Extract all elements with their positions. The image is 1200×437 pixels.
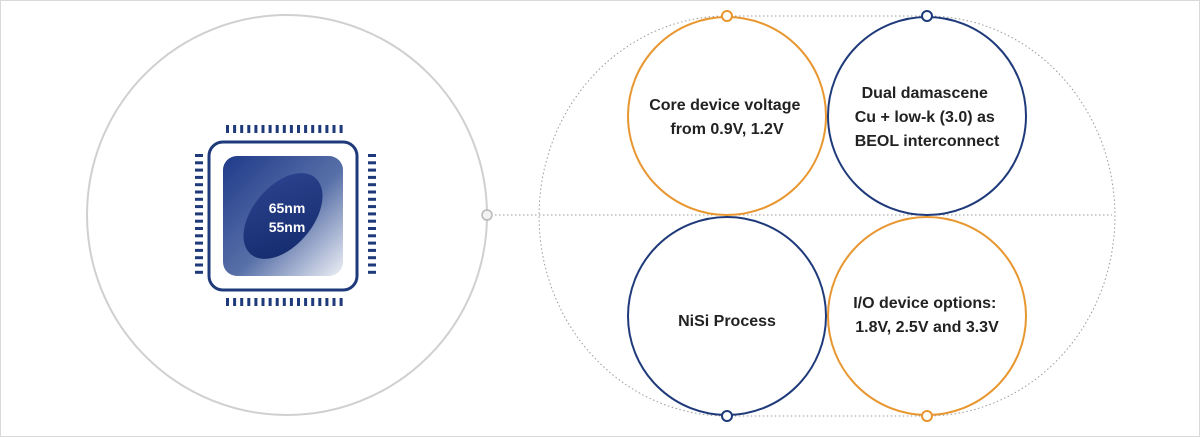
chip-pin-top-15: [332, 125, 336, 133]
chip-pin-top-8: [282, 125, 286, 133]
feature-nisi: NiSi Process: [627, 216, 827, 422]
chip-pin-top-7: [275, 125, 279, 133]
chip-pin-right-1: [368, 161, 376, 165]
chip-pin-left-5: [195, 190, 203, 194]
chip-pin-left-10: [195, 227, 203, 230]
chip-pin-left-2: [195, 168, 203, 172]
chip-pin-right-6: [368, 197, 376, 201]
chip-pin-left-7: [195, 205, 203, 209]
chip-pin-bottom-7: [275, 298, 279, 306]
svg-text:Core device voltage fr: Core device voltage from 0.9V, 1.2V: [649, 97, 805, 138]
feature-text-core-voltage-line1: Core device voltage: [649, 97, 800, 114]
chip-pin-left-3: [195, 175, 203, 179]
feature-text-beol-line2: Cu + low-k (3.0) as: [855, 109, 995, 126]
chip-pin-left-13: [195, 248, 203, 252]
chip-pin-bottom-0: [226, 298, 229, 306]
feature-node-beol: [921, 10, 933, 22]
chip-pin-right-11: [368, 234, 376, 238]
chip-pin-bottom-4: [254, 298, 258, 306]
feature-core-voltage: Core device voltage from 0.9V, 1.2V: [627, 10, 827, 216]
feature-text-beol-line3: BEOL interconnect: [855, 133, 1000, 150]
chip-pin-right-7: [368, 205, 376, 209]
chip-pin-right-12: [368, 241, 376, 245]
feature-text-io-voltage-line2: 1.8V, 2.5V and 3.3V: [855, 319, 999, 336]
chip-pin-top-16: [339, 125, 343, 133]
chip-pin-top-10: [297, 125, 300, 133]
chip-pin-bottom-1: [233, 298, 237, 306]
chip-pin-top-11: [304, 125, 308, 133]
feature-circle-core-voltage: [627, 16, 827, 216]
chip-pin-left-9: [195, 219, 203, 223]
chip-pin-right-5: [368, 190, 376, 194]
chip-pin-bottom-6: [268, 298, 272, 306]
chip-pin-bottom-9: [289, 298, 293, 306]
chip-pin-top-1: [233, 125, 237, 133]
feature-io-voltage: I/O device options: 1.8V, 2.5V and 3.3V: [827, 216, 1027, 422]
chip-pin-top-5: [261, 125, 265, 133]
chip-pin-left-8: [195, 212, 203, 216]
feature-text-core-voltage-line2: from 0.9V, 1.2V: [670, 121, 784, 138]
chip-pin-bottom-14: [325, 298, 329, 306]
feature-node-core-voltage: [721, 10, 733, 22]
chip-die-oval: [243, 173, 323, 259]
chip-pin-bottom-11: [304, 298, 308, 306]
chip-pin-left-11: [195, 234, 203, 238]
chip-pin-bottom-10: [297, 298, 300, 306]
chip-pin-right-9: [368, 219, 376, 223]
chip-pin-top-12: [311, 125, 315, 133]
feature-text-io-voltage-line1: I/O device options:: [853, 295, 996, 312]
chip-pin-bottom-16: [339, 298, 343, 306]
chip-pin-left-6: [195, 197, 203, 201]
chip-pin-bottom-5: [261, 298, 265, 306]
chip-pin-left-14: [195, 256, 203, 260]
chip-pin-left-1: [195, 161, 203, 165]
chip-pin-top-14: [325, 125, 329, 133]
svg-text:Dual damascene Cu + lo: Dual damascene Cu + low-k (3.0) as BEOL …: [855, 85, 1000, 150]
chip-pin-right-2: [368, 168, 376, 172]
chip-pin-right-15: [368, 263, 376, 267]
feature-text-nisi-line1: NiSi Process: [678, 313, 776, 330]
feature-node-io-voltage: [921, 410, 933, 422]
svg-text:I/O device options: 1.: I/O device options: 1.8V, 2.5V and 3.3V: [853, 295, 1001, 336]
chip-label-65nm: 65nm: [269, 200, 306, 216]
chip-label-55nm: 55nm: [269, 219, 306, 235]
chip-pin-right-10: [368, 227, 376, 230]
chip-pins: [195, 125, 376, 306]
chip-pin-bottom-2: [240, 298, 244, 306]
dotted-outer-ellipse: [538, 15, 1116, 417]
chip-pin-left-16: [195, 270, 203, 274]
chip-pin-right-16: [368, 270, 376, 274]
chip-pin-right-3: [368, 175, 376, 179]
chip-pin-bottom-8: [282, 298, 286, 306]
feature-circle-io-voltage: [827, 216, 1027, 416]
chip-pin-top-6: [268, 125, 272, 133]
chip-pin-top-4: [254, 125, 258, 133]
chip-pin-right-13: [368, 248, 376, 252]
chip-pin-top-2: [240, 125, 244, 133]
chip-pin-right-0: [368, 154, 376, 157]
feature-beol: Dual damascene Cu + low-k (3.0) as BEOL …: [827, 10, 1027, 216]
chip-pin-left-0: [195, 154, 203, 157]
chip-pin-top-9: [289, 125, 293, 133]
chip-pin-bottom-12: [311, 298, 315, 306]
chip-pin-left-4: [195, 183, 203, 187]
chip-pin-right-14: [368, 256, 376, 260]
chip-pin-top-3: [247, 125, 251, 133]
feature-text-beol-line1: Dual damascene: [862, 85, 988, 102]
feature-node-nisi: [721, 410, 733, 422]
chip-pin-right-8: [368, 212, 376, 216]
chip-pin-bottom-13: [318, 298, 322, 306]
svg-text:NiSi Process: NiSi Process: [678, 313, 776, 330]
chip-pin-top-0: [226, 125, 229, 133]
connector-node: [481, 209, 493, 221]
chip-pin-left-12: [195, 241, 203, 245]
chip-pin-top-13: [318, 125, 322, 133]
chip-pin-left-15: [195, 263, 203, 267]
chip-pin-bottom-3: [247, 298, 251, 306]
chip-pin-bottom-15: [332, 298, 336, 306]
chip-pin-right-4: [368, 183, 376, 187]
